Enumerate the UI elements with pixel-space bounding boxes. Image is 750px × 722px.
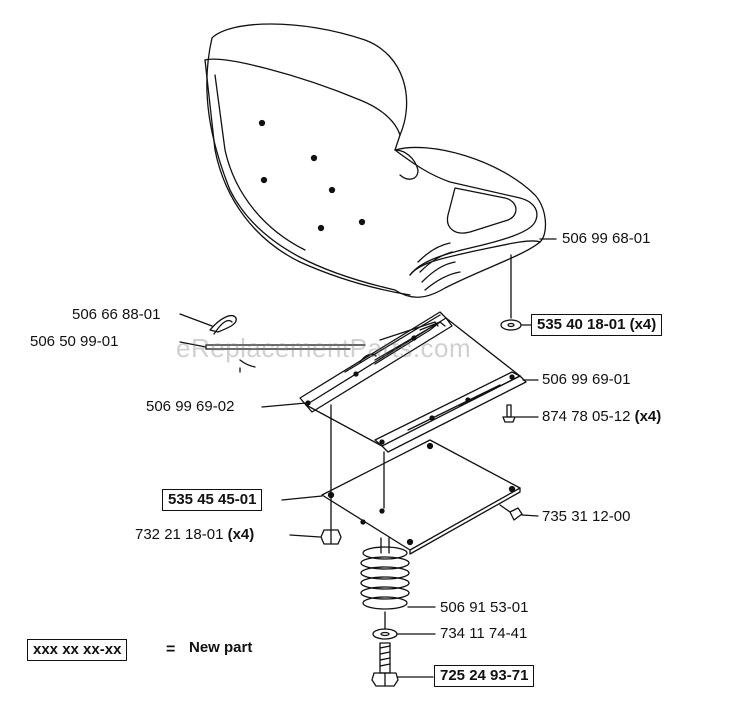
slide-connector-line [445, 317, 521, 377]
spring-illustration [360, 537, 410, 610]
clip-illustration [209, 315, 237, 335]
leader-line [179, 341, 207, 348]
part-number: 732 21 18-01 [135, 526, 224, 543]
part-label-clip: 506 66 88-01 [72, 306, 161, 323]
leader-line [281, 495, 323, 501]
legend-new-part-sample: xxx xx xx-xx [27, 639, 128, 661]
part-label-washer: 734 11 74-41 [440, 625, 528, 642]
washer-illustration [372, 611, 398, 640]
part-quantity: (x4) [634, 408, 662, 425]
bolt-illustration [371, 642, 399, 687]
locknut-illustration [320, 529, 342, 545]
part-label-bolt: 725 24 93-71 [434, 665, 535, 687]
part-label-spring: 506 91 53-01 [440, 599, 529, 616]
part-label-plate-nut: 735 31 12-00 [542, 508, 631, 525]
rubber-washer-illustration [500, 254, 522, 331]
part-label-rubber-washer: 535 40 18-01 (x4) [531, 314, 663, 336]
part-label-slide-left: 506 99 69-02 [146, 398, 235, 415]
watermark: eReplacementParts.com [176, 333, 472, 363]
part-number: 535 40 18-01 [537, 316, 626, 333]
legend-text: New part [189, 639, 253, 656]
screw-illustration [502, 404, 516, 423]
right-slide-illustration [374, 371, 527, 453]
leader-line [289, 534, 321, 538]
part-quantity: (x4) [227, 526, 255, 543]
legend-equals: = [166, 641, 176, 658]
rod-illustration [205, 344, 366, 373]
part-label-seat: 506 99 68-01 [562, 230, 651, 247]
part-label-rod: 506 50 99-01 [30, 333, 119, 350]
part-label-slide-right: 506 99 69-01 [542, 371, 631, 388]
part-label-locknut: 732 21 18-01 (x4) [135, 526, 254, 544]
plate-illustration [321, 439, 521, 555]
slide-connector-line [305, 404, 383, 447]
leader-line [521, 514, 539, 517]
part-label-screw: 874 78 05-12 (x4) [542, 408, 661, 426]
seat-illustration [204, 23, 547, 298]
part-quantity: (x4) [629, 316, 657, 333]
leader-line [179, 313, 213, 327]
part-number: 874 78 05-12 [542, 408, 631, 425]
part-label-plate: 535 45 45-01 [162, 489, 263, 511]
leader-line [261, 402, 307, 408]
plate-nut-illustration [499, 504, 523, 521]
